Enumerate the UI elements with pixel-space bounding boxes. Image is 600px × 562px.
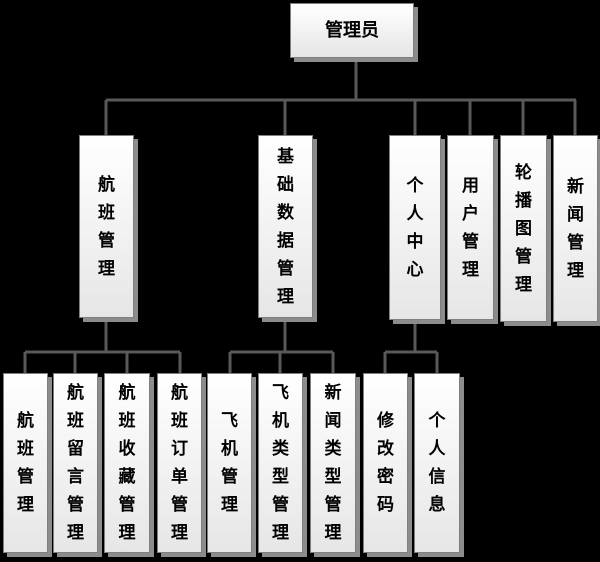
node-label: 个人中心	[406, 175, 424, 280]
node-label: 航班留言管理	[67, 383, 84, 543]
node-label: 航班管理	[98, 174, 115, 279]
node-label: 航班收藏管理	[118, 383, 136, 543]
node-label: 基础数据管理	[277, 146, 294, 307]
node-label: 飞机管理	[221, 411, 238, 515]
node-news-type-management: 新闻类型管理	[310, 373, 356, 553]
node-label: 新闻类型管理	[324, 383, 342, 543]
node-label: 管理员	[325, 19, 379, 41]
node-flight-sub-management: 航班管理	[3, 373, 48, 553]
node-label: 新闻管理	[567, 176, 584, 281]
node-admin: 管理员	[290, 3, 414, 58]
node-label: 航班管理	[17, 411, 34, 515]
node-change-password: 修改密码	[363, 373, 408, 553]
node-aircraft-type-management: 飞机类型管理	[258, 373, 303, 553]
node-label: 用户管理	[462, 175, 479, 280]
node-label: 轮播图管理	[515, 162, 532, 295]
node-label: 个人信息	[428, 411, 446, 515]
node-flight-order-management: 航班订单管理	[157, 373, 202, 553]
node-flight-favorite-management: 航班收藏管理	[104, 373, 150, 553]
node-aircraft-management: 飞机管理	[207, 373, 252, 553]
node-flight-management: 航班管理	[79, 135, 134, 318]
node-news-management: 新闻管理	[553, 135, 598, 322]
node-flight-message-management: 航班留言管理	[53, 373, 98, 553]
node-personal-info: 个人信息	[414, 373, 460, 553]
node-user-management: 用户管理	[447, 135, 494, 320]
node-label: 飞机类型管理	[272, 383, 289, 543]
node-label: 修改密码	[377, 411, 394, 515]
node-basic-data-management: 基础数据管理	[258, 135, 313, 318]
node-carousel-management: 轮播图管理	[500, 135, 547, 322]
node-personal-center: 个人中心	[389, 135, 441, 320]
node-label: 航班订单管理	[171, 383, 188, 543]
